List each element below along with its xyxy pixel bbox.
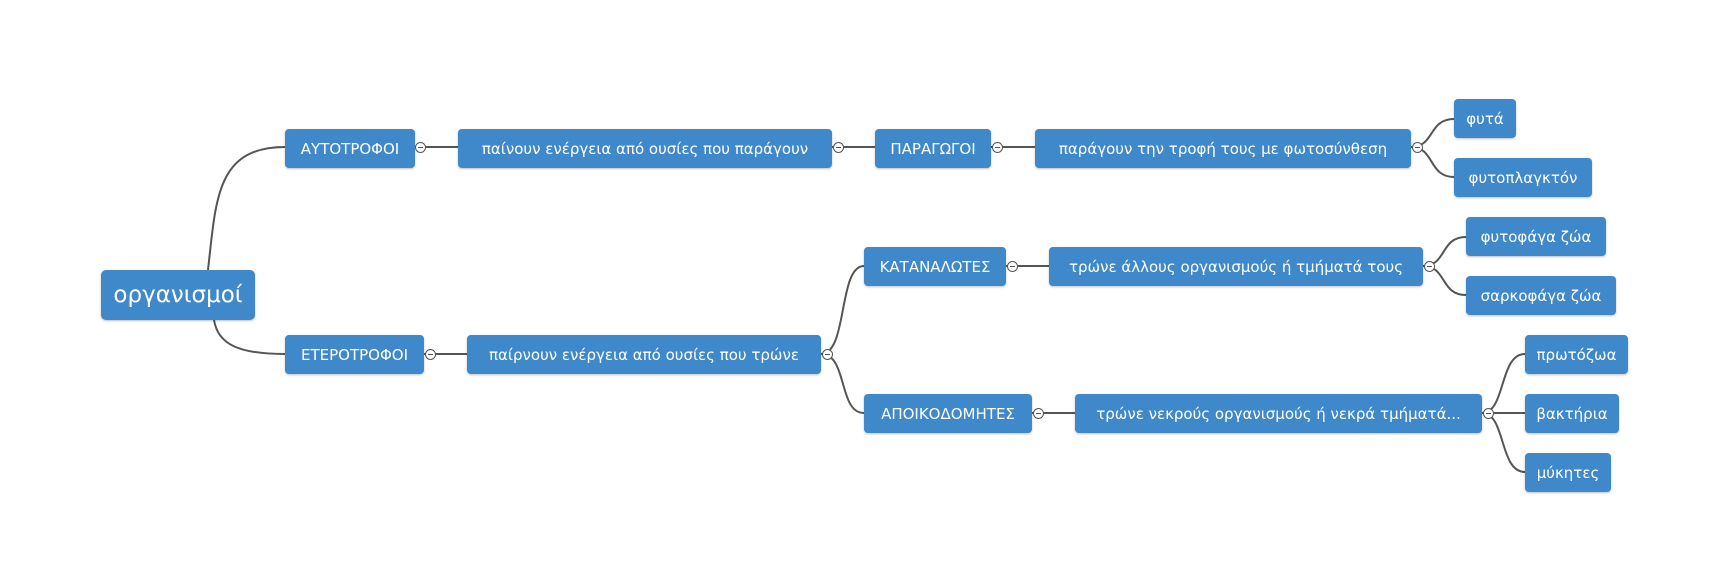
collapse-toggle-consumers-description[interactable] — [1424, 261, 1435, 272]
consumers-description-node[interactable]: τρώνε άλλους οργανισμούς ή τμήματά τους — [1049, 247, 1423, 286]
heterotrophs-description-node[interactable]: παίρνουν ενέργεια από ουσίες που τρώνε — [467, 335, 821, 374]
consumers-node[interactable]: ΚΑΤΑΝΑΛΩΤΕΣ — [864, 247, 1006, 286]
producer-example-node[interactable]: φυτοπλαγκτόν — [1454, 158, 1592, 197]
connector-root-autotrophs — [207, 146, 286, 271]
autotrophs-node[interactable]: ΑΥΤΟΤΡΟΦΟΙ — [285, 129, 415, 168]
collapse-toggle-heterotrophs[interactable] — [425, 349, 436, 360]
producers-description-node[interactable]: παράγουν την τροφή τους με φωτοσύνθεση — [1035, 129, 1411, 168]
connector-decomposers-example-1 — [1481, 353, 1526, 414]
autotrophs-description-node[interactable]: παίνουν ενέργεια από ουσίες που παράγουν — [458, 129, 832, 168]
root-node[interactable]: οργανισμοί — [101, 270, 255, 320]
consumer-example-node[interactable]: σαρκοφάγα ζώα — [1466, 276, 1616, 315]
heterotrophs-node[interactable]: ΕΤΕΡΟΤΡΟΦΟΙ — [285, 335, 424, 374]
collapse-toggle-decomposers[interactable] — [1033, 408, 1044, 419]
connector-heterotrophs-decomposers — [820, 353, 865, 414]
decomposer-example-node[interactable]: μύκητες — [1525, 453, 1611, 492]
collapse-toggle-decomposers-description[interactable] — [1483, 408, 1494, 419]
decomposer-example-node[interactable]: πρωτόζωα — [1525, 335, 1628, 374]
collapse-toggle-autotrophs-description[interactable] — [833, 142, 844, 153]
decomposers-node[interactable]: ΑΠΟΙΚΟΔΟΜΗΤΕΣ — [864, 394, 1032, 433]
decomposer-example-node[interactable]: βακτήρια — [1525, 394, 1619, 433]
decomposers-description-node[interactable]: τρώνε νεκρούς οργανισμούς ή νεκρά τμήματ… — [1075, 394, 1482, 433]
producers-node[interactable]: ΠΑΡΑΓΩΓΟΙ — [875, 129, 991, 168]
connector-decomposers-example-3 — [1481, 412, 1526, 473]
connector-root-heterotrophs — [213, 319, 286, 355]
collapse-toggle-producers[interactable] — [992, 142, 1003, 153]
consumer-example-node[interactable]: φυτοφάγα ζώα — [1466, 217, 1606, 256]
collapse-toggle-autotrophs[interactable] — [415, 142, 426, 153]
collapse-toggle-heterotrophs-description[interactable] — [822, 349, 833, 360]
connector-heterotrophs-consumers — [820, 265, 865, 355]
collapse-toggle-producers-description[interactable] — [1412, 142, 1423, 153]
collapse-toggle-consumers[interactable] — [1007, 261, 1018, 272]
producer-example-node[interactable]: φυτά — [1454, 99, 1516, 138]
